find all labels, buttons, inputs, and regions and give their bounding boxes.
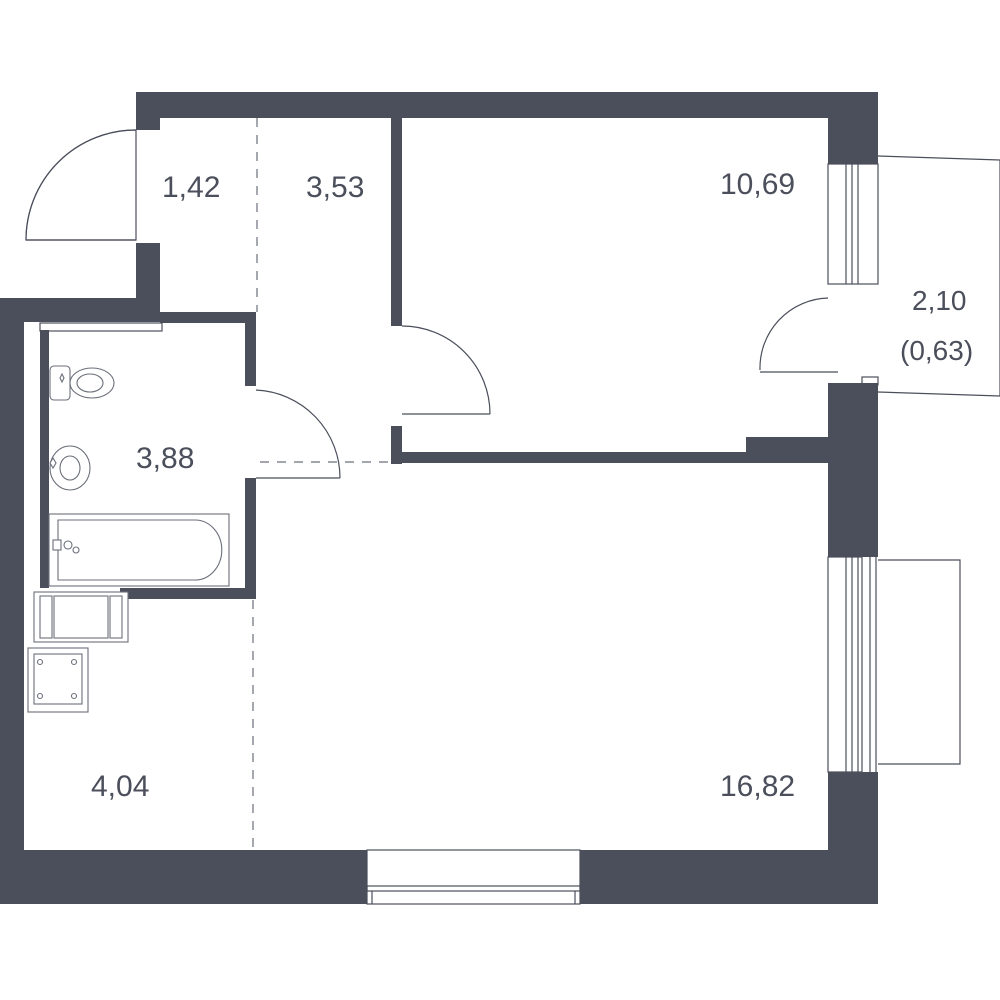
wall-right-top [828,92,878,164]
balcony-outline [861,155,1000,397]
wall-bedroom-south-thick [746,437,836,463]
wall-bedroom-west-upper [391,114,402,326]
wall-bottom-left [0,850,367,904]
wall-entrance-upper [136,92,160,130]
wall-bathroom-east-upper [245,312,256,386]
wall-left [0,298,24,904]
wall-top [136,92,878,118]
area-label-bedroom: 10,69 [720,168,795,201]
bedroom-door [401,325,491,415]
area-label-balcony: 2,10 [912,285,967,316]
fixtures [27,365,230,713]
doors [25,129,838,479]
area-label-balcony-reduced: (0,63) [900,335,973,366]
wall-bathroom-inner-outline [39,322,163,332]
wall-bathroom-top [160,312,256,323]
wall-right-middle [828,383,878,557]
toilet-icon [49,365,115,401]
wall-bathroom-west [40,330,49,588]
zone-dividers [252,118,391,850]
wall-right-bottom [828,772,878,904]
stove-icon [27,647,89,713]
window-bedroom [827,163,879,285]
wall-bathroom-east-lower [245,478,256,598]
entrance-door [25,129,137,241]
wall-entrance-lower [136,243,160,300]
area-label-vestibule: 1,42 [162,171,220,204]
living-room-terrace-frame [869,557,961,772]
wall-left-ledge [0,298,160,322]
walls [0,92,878,904]
window-living-room [827,556,863,773]
area-label-living-room: 16,82 [720,770,795,803]
wall-bedroom-west-lower [391,426,402,464]
washing-machine-icon [33,591,129,643]
area-label-hallway: 3,53 [306,171,364,204]
room-labels: 1,42 3,53 10,69 2,10 (0,63) 3,88 4,04 16… [91,168,973,803]
windows [366,155,1000,905]
area-label-bathroom: 3,88 [136,442,194,475]
bathroom-door [255,389,341,479]
bathtub-icon [48,513,230,587]
window-bottom [366,849,581,905]
wall-bedroom-south [391,452,751,463]
sink-icon [49,445,91,491]
balcony-door [759,297,838,373]
wall-bathroom-bottom [120,588,256,599]
area-label-kitchen: 4,04 [91,770,149,803]
